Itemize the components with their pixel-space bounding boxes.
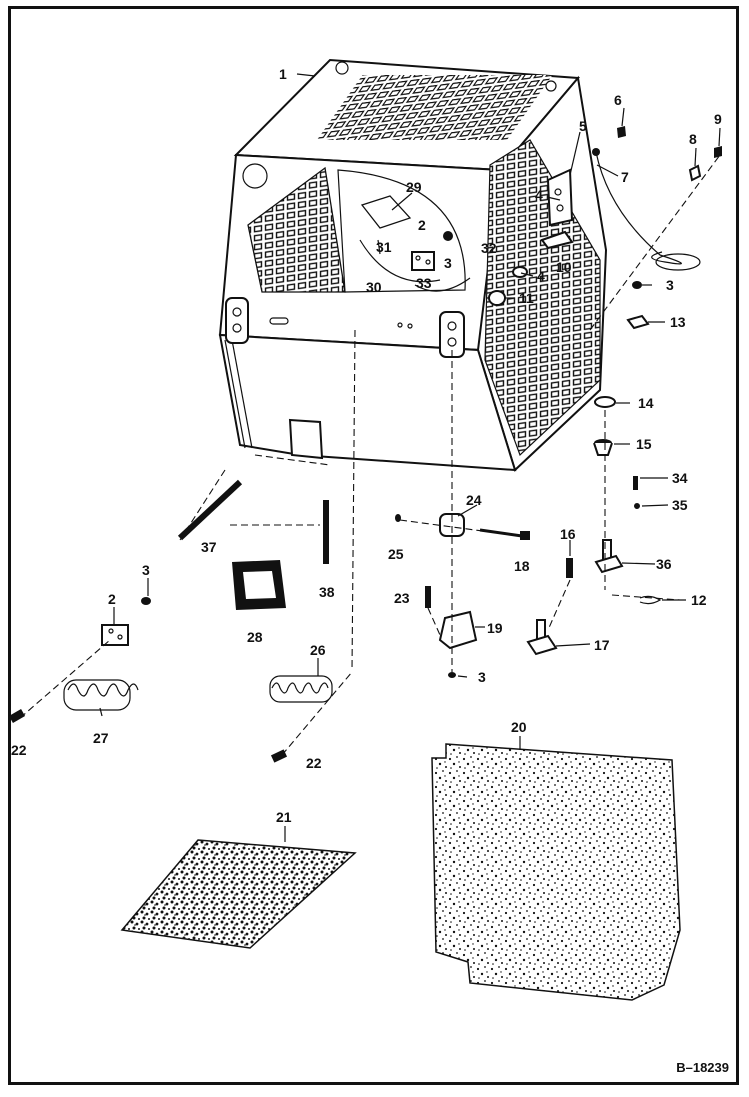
- callout-19: 19: [487, 620, 503, 636]
- callout-11: 11: [519, 290, 534, 306]
- callout-2: 2: [418, 217, 426, 233]
- part-24-spacer: [439, 513, 465, 537]
- callout-36: 36: [656, 556, 672, 572]
- part-27-spring: [63, 679, 139, 711]
- callout-34: 34: [672, 470, 688, 486]
- cab-base: [218, 333, 517, 472]
- part-21-floor-mat: [120, 839, 357, 949]
- callout-4: 4: [535, 187, 543, 203]
- callout-30: 30: [366, 279, 382, 295]
- callout-17: 17: [594, 637, 610, 653]
- part-37-rod: [177, 479, 243, 541]
- callout-1: 1: [279, 66, 287, 82]
- callout-14: 14: [638, 395, 654, 411]
- part-6-screw: [617, 126, 626, 138]
- left-parts: [8, 479, 333, 763]
- callout-3-low: 3: [478, 669, 486, 685]
- part-13-washer: [626, 314, 650, 330]
- part-8-nut: [688, 164, 702, 182]
- part-26-spring: [269, 675, 333, 703]
- drawing-frame: [8, 6, 739, 1085]
- callout-21: 21: [276, 809, 292, 825]
- roof-vent-grid: [316, 75, 553, 140]
- part-25-nut: [395, 514, 401, 522]
- callout-3: 3: [444, 255, 452, 271]
- part-2-block-upper: [411, 251, 435, 271]
- callout-35: 35: [672, 497, 688, 513]
- callout-4-lower: 4: [537, 268, 545, 284]
- callout-10: 10: [556, 259, 572, 275]
- pivot-hardware: [395, 513, 573, 678]
- part-22-bolt-right: [270, 749, 288, 763]
- part-7-cable: [595, 151, 682, 265]
- figure-id-label: B–18239: [676, 1060, 729, 1075]
- callout-25: 25: [388, 546, 404, 562]
- front-window-opening: [337, 169, 466, 293]
- callout-33: 33: [416, 275, 432, 291]
- callout-28: 28: [247, 629, 263, 645]
- cab-assembly: [218, 58, 608, 472]
- callout-13: 13: [670, 314, 686, 330]
- part-5-bracket: [546, 168, 574, 227]
- callout-27: 27: [93, 730, 109, 746]
- part-29-plate: [360, 195, 412, 229]
- callout-22-left: 22: [11, 742, 27, 758]
- part-14-washer: [594, 396, 616, 408]
- callout-24: 24: [466, 492, 482, 508]
- callout-37: 37: [201, 539, 217, 555]
- part-35-nut: [634, 503, 640, 509]
- part-34-bolt: [633, 476, 638, 490]
- callout-3-right: 3: [666, 277, 674, 293]
- callout-29: 29: [406, 179, 422, 195]
- callout-12: 12: [691, 592, 707, 608]
- part-16-bolt: [566, 558, 573, 578]
- leader-lines: [99, 73, 721, 842]
- callout-26: 26: [310, 642, 326, 658]
- callout-5: 5: [579, 118, 587, 134]
- hardware-right-column: [593, 281, 662, 605]
- callout-7: 7: [621, 169, 629, 185]
- part-9-screw: [714, 146, 722, 158]
- part-3-nut-upper: [443, 231, 453, 241]
- callout-3-left: 3: [142, 562, 150, 578]
- part-19-bracket: [438, 610, 478, 650]
- part-17-bracket: [526, 634, 558, 656]
- callout-8: 8: [689, 131, 697, 147]
- hardware-top-right: [617, 126, 722, 182]
- part-18-bolt-head: [520, 531, 530, 540]
- part-3-nut-right: [632, 281, 642, 289]
- callout-38: 38: [319, 584, 335, 600]
- part-23-bolt: [425, 586, 431, 608]
- callout-6: 6: [614, 92, 622, 108]
- part-11-bushing: [488, 290, 506, 306]
- callout-9: 9: [714, 111, 722, 127]
- callout-22-right: 22: [306, 755, 322, 771]
- callout-20: 20: [511, 719, 527, 735]
- part-2-block-lower: [101, 624, 129, 646]
- callout-31: 31: [376, 239, 392, 255]
- callout-23: 23: [394, 590, 410, 606]
- part-22-bolt-left: [8, 709, 26, 723]
- callout-15: 15: [636, 436, 652, 452]
- callout-32: 32: [481, 240, 497, 256]
- part-20-headliner-panel: [431, 743, 681, 1001]
- callout-16: 16: [560, 526, 576, 542]
- callout-2-left: 2: [108, 591, 116, 607]
- callout-18: 18: [514, 558, 530, 574]
- pivot-bracket-left: [225, 297, 249, 344]
- callout-labels: 1 2 3 29 31 30 33 32 4 4 5 6 7 8 9 10 11…: [11, 66, 722, 825]
